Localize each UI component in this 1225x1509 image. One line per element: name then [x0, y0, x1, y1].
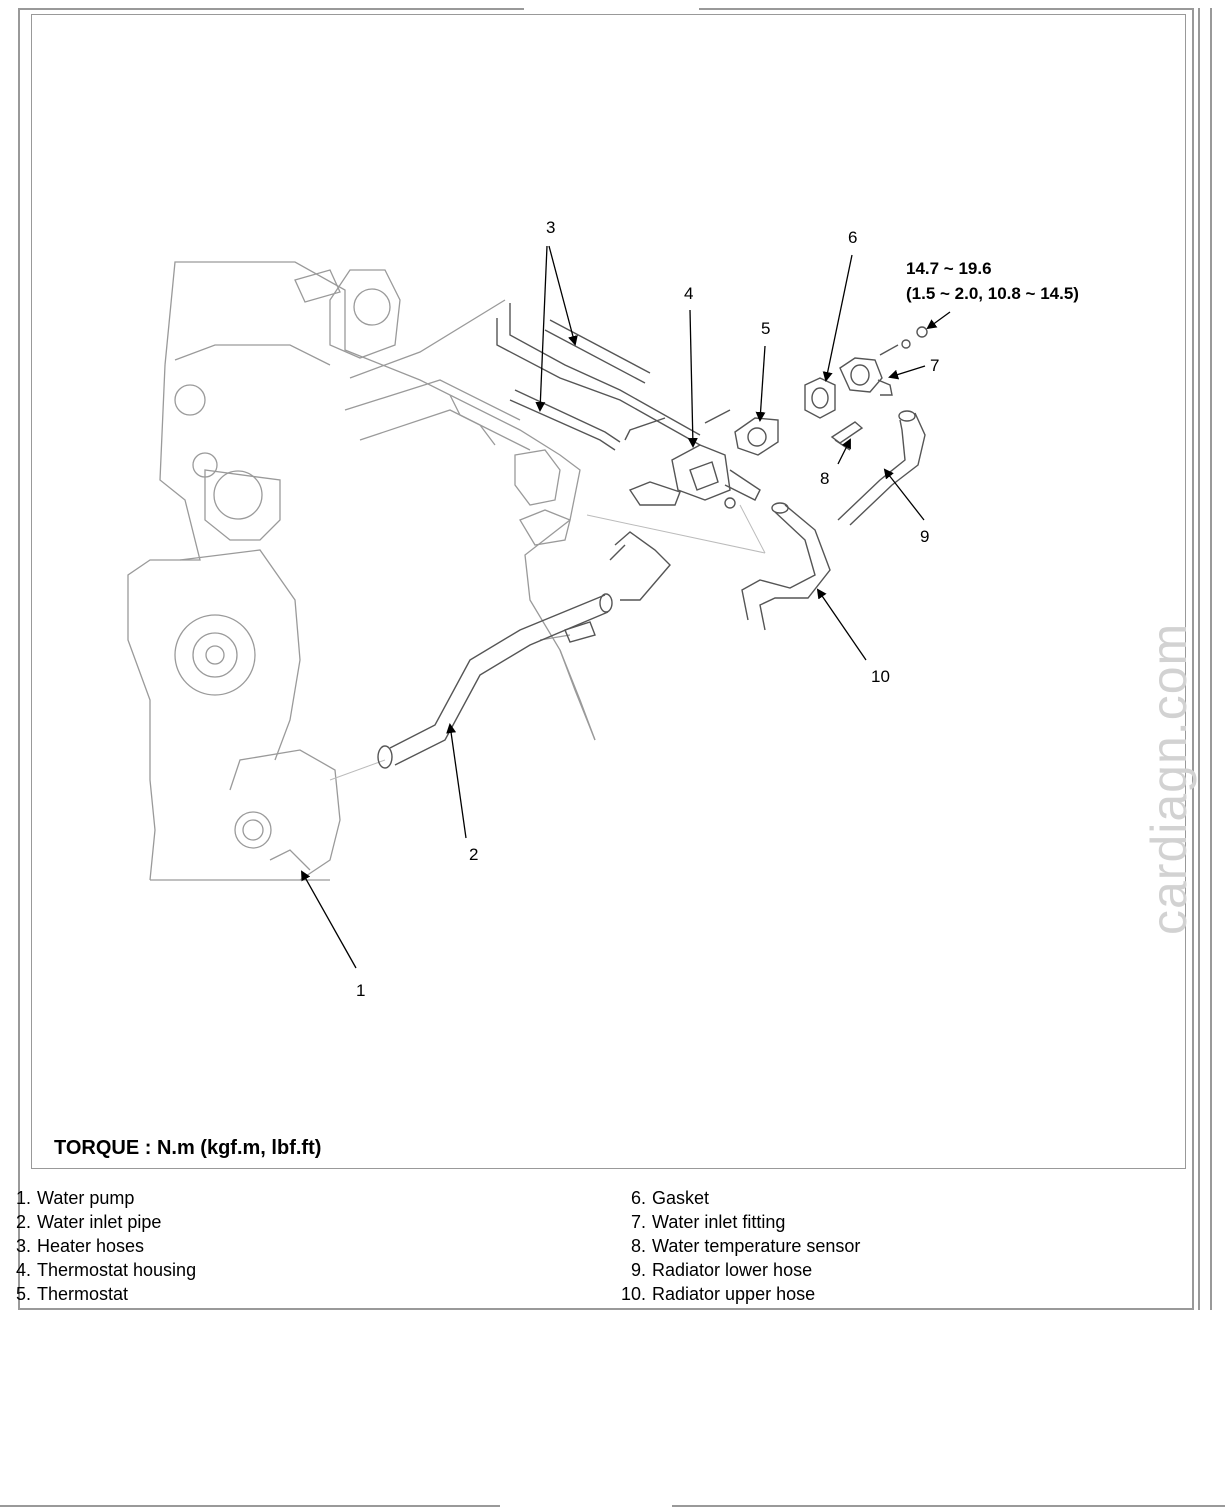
legend-number: 7. [602, 1210, 646, 1234]
torque-units-caption: TORQUE : N.m (kgf.m, lbf.ft) [54, 1137, 321, 1160]
legend-item: 9. Radiator lower hose [602, 1258, 860, 1282]
legend-item: 4. Thermostat housing [5, 1258, 196, 1282]
legend-label: Gasket [652, 1188, 709, 1208]
callout-7: 7 [930, 357, 939, 374]
radiator-lower-hose [838, 411, 925, 525]
gasket [805, 378, 835, 418]
legend-label: Thermostat [37, 1284, 128, 1304]
engine-block [128, 262, 595, 880]
radiator-upper-hose [742, 503, 830, 630]
legend-label: Radiator lower hose [652, 1260, 812, 1280]
watermark: cardiagn.com [1140, 623, 1198, 935]
callout-8: 8 [820, 470, 829, 487]
legend-number: 9. [602, 1258, 646, 1282]
legend-label: Water inlet pipe [37, 1212, 161, 1232]
legend-number: 3. [5, 1234, 31, 1258]
water-inlet-fitting [840, 327, 927, 395]
callout-9: 9 [920, 528, 929, 545]
legend-number: 10. [602, 1282, 646, 1306]
legend-item: 5. Thermostat [5, 1282, 196, 1306]
callout-2: 2 [469, 846, 478, 863]
legend-number: 4. [5, 1258, 31, 1282]
legend-item: 2. Water inlet pipe [5, 1210, 196, 1234]
legend-right-column: 6. Gasket 7. Water inlet fitting 8. Water t… [602, 1186, 860, 1306]
legend-number: 1. [5, 1186, 31, 1210]
legend-number: 6. [602, 1186, 646, 1210]
legend-number: 8. [602, 1234, 646, 1258]
callout-3: 3 [546, 219, 555, 236]
callout-1: 1 [356, 982, 365, 999]
thermostat-housing [630, 445, 760, 508]
legend-number: 2. [5, 1210, 31, 1234]
legend-item: 3. Heater hoses [5, 1234, 196, 1258]
heater-hoses [497, 303, 700, 450]
legend-item: 10. Radiator upper hose [602, 1282, 860, 1306]
legend-item: 1. Water pump [5, 1186, 196, 1210]
leader-lines [302, 246, 950, 968]
torque-spec-alt-units: (1.5 ~ 2.0, 10.8 ~ 14.5) [906, 281, 1079, 306]
legend-label: Water pump [37, 1188, 134, 1208]
legend-label: Radiator upper hose [652, 1284, 815, 1304]
callout-5: 5 [761, 320, 770, 337]
legend-label: Water temperature sensor [652, 1236, 860, 1256]
thermostat [705, 410, 778, 455]
legend-item: 7. Water inlet fitting [602, 1210, 860, 1234]
legend-item: 6. Gasket [602, 1186, 860, 1210]
legend-label: Thermostat housing [37, 1260, 196, 1280]
callout-6: 6 [848, 229, 857, 246]
callout-4: 4 [684, 285, 693, 302]
legend-label: Heater hoses [37, 1236, 144, 1256]
water-inlet-pipe [378, 532, 670, 768]
legend-left-column: 1. Water pump 2. Water inlet pipe 3. Heater… [5, 1186, 196, 1306]
legend-item: 8. Water temperature sensor [602, 1234, 860, 1258]
torque-spec-nm: 14.7 ~ 19.6 [906, 256, 1079, 281]
legend-number: 5. [5, 1282, 31, 1306]
legend-label: Water inlet fitting [652, 1212, 785, 1232]
torque-spec: 14.7 ~ 19.6 (1.5 ~ 2.0, 10.8 ~ 14.5) [906, 256, 1079, 306]
callout-10: 10 [871, 668, 890, 685]
